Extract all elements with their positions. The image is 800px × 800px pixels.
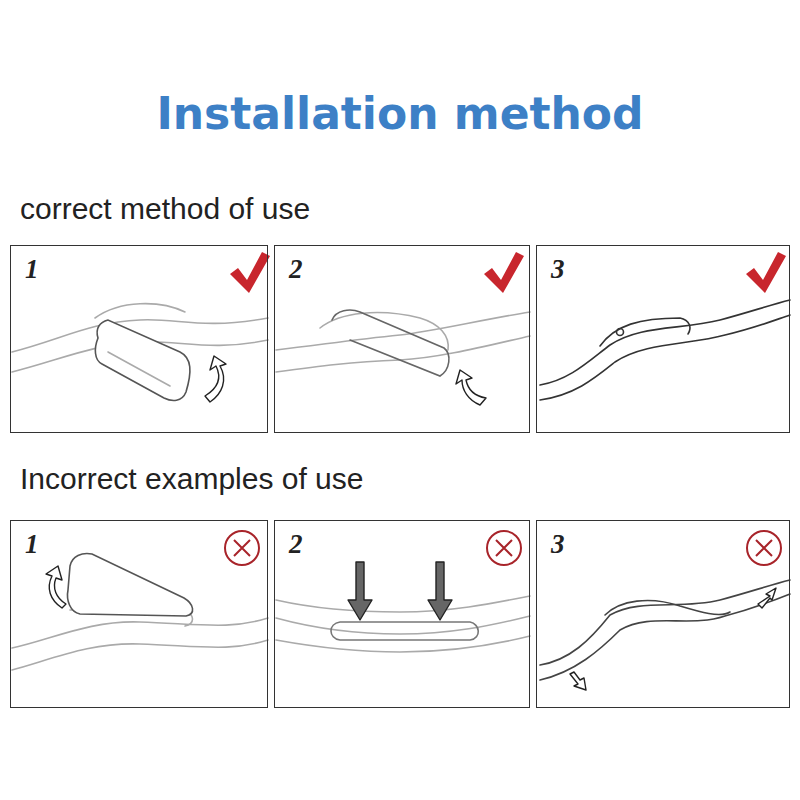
step-panel: 2 [274,245,530,433]
step-number: 2 [289,529,303,560]
step-number: 1 [25,254,39,285]
step-panel: 1 [10,520,268,708]
step-panel: 1 [10,245,268,433]
step-number: 3 [551,529,565,560]
step-panel: 3 [536,245,790,433]
step-number: 2 [289,254,303,285]
title: Installation method [0,88,800,139]
step-number: 1 [25,529,39,560]
step-number: 3 [551,254,565,285]
section-heading: correct method of use [20,192,310,226]
section-heading: Incorrect examples of use [20,462,364,496]
step-panel: 2 [274,520,530,708]
step-panel: 3 [536,520,790,708]
